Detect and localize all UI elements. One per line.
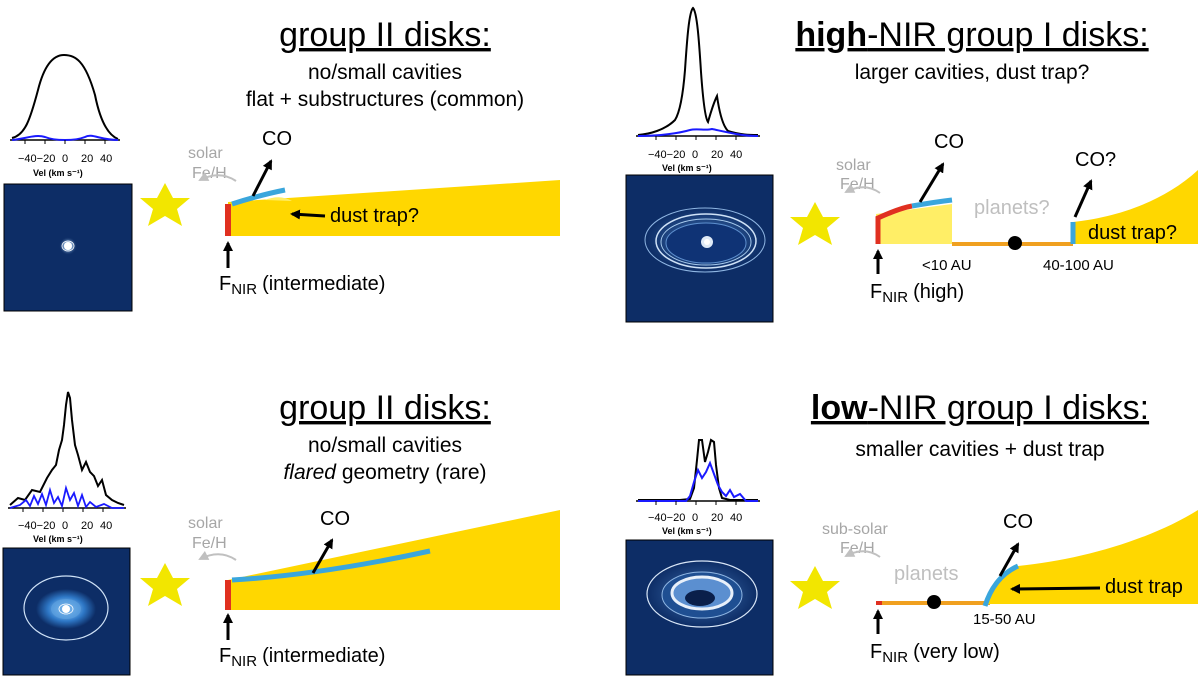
panel-subtitle-1: larger cavities, dust trap? <box>855 61 1090 84</box>
tick-label: −40−20 <box>18 153 55 165</box>
co-arrow <box>311 538 334 574</box>
co-outer-arrow <box>1073 179 1093 218</box>
metallicity-label: Fe/H <box>192 535 227 552</box>
axis-label: Vel (km s⁻¹) <box>662 526 712 536</box>
co-arrow <box>251 159 273 197</box>
co-label: CO <box>262 128 292 150</box>
panel-title: group II disks: <box>279 16 491 54</box>
tick-label: 0 <box>62 520 68 532</box>
disk-image <box>625 174 774 323</box>
tick-label: 40 <box>730 149 742 161</box>
panel-title: low-NIR group I disks: <box>811 389 1149 427</box>
panel-title: high-NIR group I disks: <box>795 16 1148 54</box>
disk-image <box>625 539 774 676</box>
panel-top-left: group II disks: no/small cavities flat +… <box>3 16 560 312</box>
tick-label: 20 <box>81 520 93 532</box>
line-profile: −40−20 0 20 40 Vel (km s⁻¹) <box>636 438 760 536</box>
panel-bottom-right: low-NIR group I disks: smaller cavities … <box>625 389 1198 676</box>
panel-subtitle-2: flared geometry (rare) <box>283 461 486 484</box>
outer-disk <box>1073 170 1198 244</box>
inner-rim <box>225 204 231 236</box>
co-arrow <box>918 162 945 203</box>
line-profile: −40−20 0 20 40 Vel (km s⁻¹) <box>10 53 120 178</box>
metallicity-label: sub-solar <box>822 521 888 538</box>
disk-image <box>3 183 133 312</box>
outer-radius-label: 15-50 AU <box>973 611 1036 628</box>
tick-label: 0 <box>62 153 68 165</box>
planet-icon <box>1008 236 1022 250</box>
tick-label: 40 <box>730 512 742 524</box>
metallicity-label: Fe/H <box>192 165 227 182</box>
co-label: CO <box>934 131 964 153</box>
metallicity-label: solar <box>836 157 871 174</box>
metallicity-arrow <box>198 550 237 561</box>
tick-label: 0 <box>692 512 698 524</box>
tick-label: −40−20 <box>18 520 55 532</box>
panel-subtitle-1: smaller cavities + dust trap <box>855 438 1104 461</box>
tick-label: 40 <box>100 520 112 532</box>
axis-label: Vel (km s⁻¹) <box>662 163 712 173</box>
panel-subtitle-1: no/small cavities <box>308 434 462 457</box>
profile-black-curve <box>11 53 119 140</box>
panel-subtitle-2: flat + substructures (common) <box>246 88 524 111</box>
tick-label: −40−20 <box>648 149 685 161</box>
disk-image <box>2 547 131 676</box>
panel-bottom-left: group II disks: no/small cavities flared… <box>2 389 560 676</box>
disk-body <box>228 180 560 236</box>
co-label: CO <box>1003 511 1033 533</box>
co-outer-label: CO? <box>1075 149 1116 171</box>
inner-rim <box>875 203 913 244</box>
star-icon <box>790 202 840 245</box>
axis-label: Vel (km s⁻¹) <box>33 168 83 178</box>
planet-icon <box>927 595 941 609</box>
annotation-arrow <box>1010 583 1101 594</box>
metallicity-arrow <box>844 183 881 194</box>
planets-label: planets? <box>974 197 1050 219</box>
metallicity-arrow <box>844 547 881 558</box>
line-profile: −40−20 0 20 40 Vel (km s⁻¹) <box>636 6 760 173</box>
metallicity-label: Fe/H <box>840 176 875 193</box>
metallicity-label: Fe/H <box>840 540 875 557</box>
fnir-label: FNIR(very low) <box>870 641 1000 666</box>
annotation-label: dust trap <box>1105 576 1183 598</box>
inner-disk <box>876 204 952 244</box>
panel-top-right: high-NIR group I disks: larger cavities,… <box>625 6 1198 323</box>
annotation-arrow <box>290 209 326 220</box>
annotation-label: dust trap? <box>330 205 419 227</box>
panel-subtitle-1: no/small cavities <box>308 61 462 84</box>
tick-label: 20 <box>711 149 723 161</box>
star-icon <box>140 563 190 606</box>
fnir-label: FNIR(intermediate) <box>219 645 385 670</box>
star-icon <box>140 183 190 226</box>
metallicity-label: solar <box>188 515 223 532</box>
tick-label: 20 <box>81 153 93 165</box>
profile-ticks <box>24 140 106 144</box>
co-surface <box>982 563 1020 607</box>
star-icon <box>790 566 840 609</box>
tick-label: −40−20 <box>648 512 685 524</box>
co-label: CO <box>320 508 350 530</box>
disk-substructure <box>265 197 292 201</box>
inner-radius-label: <10 AU <box>922 257 972 274</box>
metallicity-arrow <box>198 171 237 182</box>
panel-title: group II disks: <box>279 389 491 427</box>
annotation-label: dust trap? <box>1088 222 1177 244</box>
outer-disk <box>985 510 1198 604</box>
inner-rim <box>225 580 231 610</box>
line-profile: −40−20 0 20 40 Vel (km s⁻¹) <box>8 391 126 544</box>
planets-label: planets <box>894 563 959 585</box>
fnir-label: FNIR(intermediate) <box>219 273 385 298</box>
metallicity-label: solar <box>188 145 223 162</box>
tick-label: 40 <box>100 153 112 165</box>
co-surface <box>231 548 431 583</box>
tick-label: 20 <box>711 512 723 524</box>
tick-label: 0 <box>692 149 698 161</box>
outer-radius-label: 40-100 AU <box>1043 257 1114 274</box>
fnir-label: FNIR(high) <box>870 281 964 306</box>
co-surface <box>911 197 953 209</box>
axis-label: Vel (km s⁻¹) <box>33 534 83 544</box>
co-surface <box>231 187 286 207</box>
co-arrow <box>998 542 1020 577</box>
